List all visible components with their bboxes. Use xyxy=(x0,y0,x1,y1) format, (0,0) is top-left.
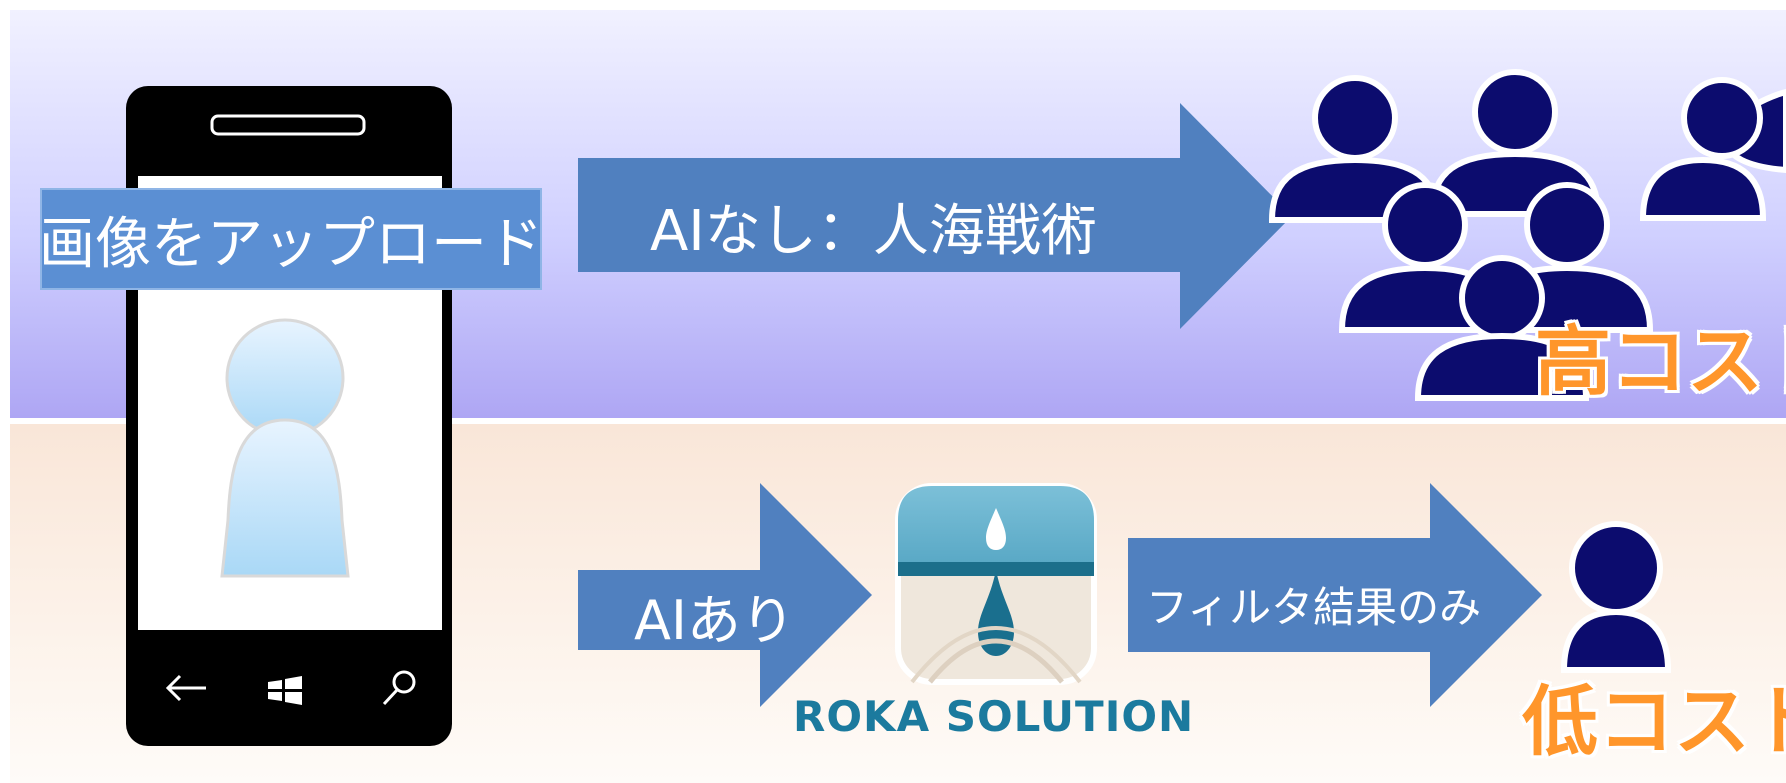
person-icon xyxy=(1560,521,1672,673)
without-ai-label: AIなし：人海戦術 xyxy=(650,199,1097,264)
person-silhouette-icon xyxy=(220,318,350,578)
people-crowd-icon xyxy=(1268,69,1786,401)
windows-logo-icon xyxy=(268,676,302,705)
smartphone-icon xyxy=(126,86,452,746)
upload-label: 画像をアップロード xyxy=(39,188,543,290)
arrow-filter-result xyxy=(1128,483,1542,707)
search-icon xyxy=(382,670,416,706)
with-ai-label: AIあり xyxy=(634,589,795,652)
roka-logo-icon xyxy=(895,483,1097,685)
roka-brand-name: ROKA SOLUTION xyxy=(793,692,1195,741)
low-cost-label: 低コスト xyxy=(1522,677,1786,766)
arrow-with-ai xyxy=(578,483,872,707)
back-arrow-icon xyxy=(165,674,206,702)
high-cost-label: 高コスト xyxy=(1535,317,1786,406)
filter-result-label: フィルタ結果のみ xyxy=(1146,583,1482,632)
arrow-without-ai xyxy=(578,103,1292,329)
